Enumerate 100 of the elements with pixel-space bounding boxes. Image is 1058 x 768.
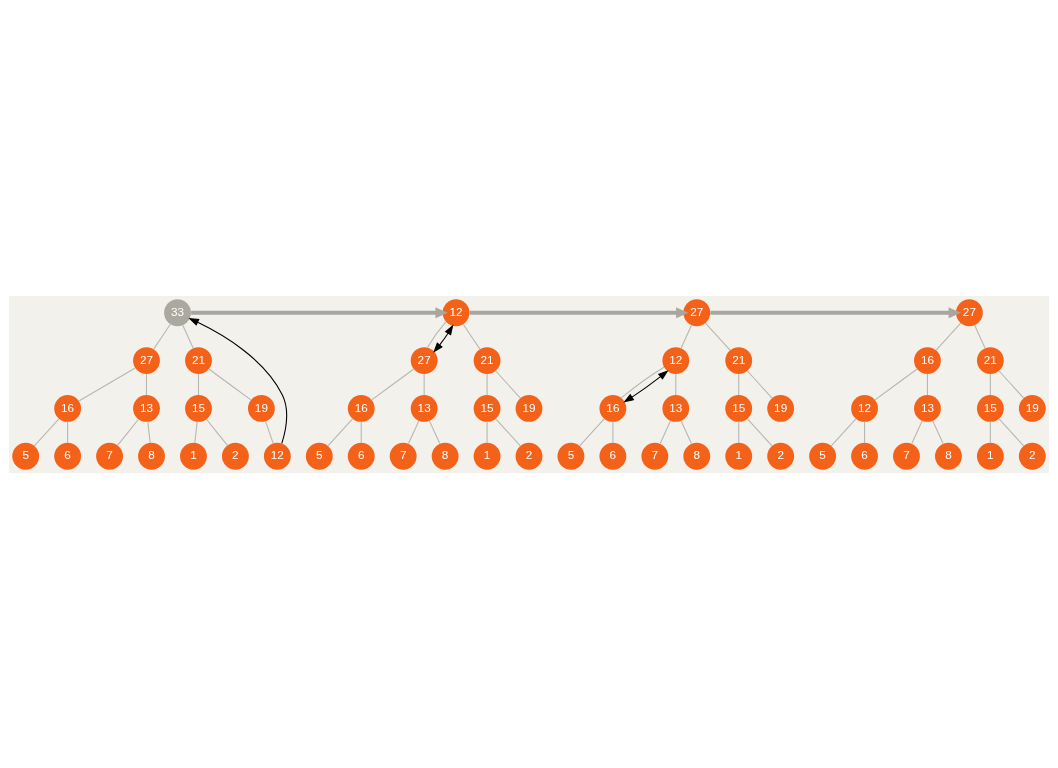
node-circle: 13 (914, 394, 941, 422)
connector (67, 420, 69, 443)
connector (926, 373, 928, 396)
node-circle: 8 (935, 442, 962, 470)
connector (998, 417, 1025, 446)
node-circle: 19 (767, 394, 795, 422)
node-circle: 2 (1018, 442, 1046, 470)
node-circle: 1 (725, 442, 753, 470)
connector (33, 417, 60, 446)
node-circle: 2 (515, 442, 543, 470)
node-circle: 8 (431, 442, 459, 470)
connector (78, 367, 136, 401)
node-circle: 15 (473, 394, 501, 422)
connector (612, 420, 614, 443)
node-circle: 19 (515, 394, 543, 422)
node-circle: 27 (683, 298, 711, 326)
connector (974, 324, 986, 348)
node-circle: 27 (956, 298, 983, 326)
node-circle: 13 (133, 394, 160, 422)
node-circle: 2 (767, 442, 795, 470)
connector (117, 418, 139, 446)
connector (205, 418, 228, 446)
connector (680, 419, 692, 444)
node-circle: 15 (976, 394, 1004, 422)
connector (327, 417, 354, 446)
node-circle: 7 (96, 442, 123, 470)
arrow (433, 324, 454, 353)
connector (265, 420, 274, 444)
arrow (191, 306, 448, 318)
connector (197, 373, 200, 396)
node-circle: 6 (54, 442, 82, 470)
connector (989, 373, 991, 396)
node-circle: 5 (305, 442, 333, 470)
node-circle: 21 (976, 346, 1004, 374)
node-circle: 8 (138, 442, 165, 470)
node-circle: 15 (725, 394, 753, 422)
node-circle: 16 (54, 394, 82, 422)
connector (998, 369, 1025, 399)
connector (408, 419, 420, 444)
connector (989, 420, 991, 443)
node-circle: 1 (180, 442, 207, 470)
node-circle: 12 (263, 442, 291, 470)
node-circle: 21 (185, 346, 212, 374)
connector (486, 373, 488, 396)
node-circle: 7 (389, 442, 417, 470)
connector (208, 368, 252, 400)
node-circle: 2 (222, 442, 249, 470)
connector (932, 419, 944, 444)
connector (935, 322, 962, 351)
connector (194, 420, 198, 443)
connector (145, 373, 148, 396)
connector (675, 373, 677, 396)
node-circle: 5 (809, 442, 836, 470)
arrow (710, 306, 961, 318)
node-circle: 13 (662, 394, 690, 422)
node-circle: 15 (185, 394, 212, 422)
node-circle: 7 (641, 442, 669, 470)
node-circle: 16 (347, 394, 375, 422)
connector (495, 417, 521, 446)
connector (830, 417, 857, 446)
node-circle: 16 (914, 346, 941, 374)
node-circle: 7 (893, 442, 920, 470)
connector (659, 419, 672, 444)
node-circle: 6 (599, 442, 627, 470)
connector (746, 369, 773, 399)
node-circle: 1 (976, 442, 1004, 470)
connector (371, 368, 414, 400)
node-circle: 6 (851, 442, 878, 470)
connector (147, 420, 151, 443)
connector (864, 420, 866, 443)
node-circle: 21 (725, 346, 753, 374)
node-circle: 8 (683, 442, 711, 470)
connector (680, 324, 693, 348)
node-circle: 12 (662, 346, 690, 374)
node-circle: 19 (248, 394, 275, 422)
node-circle: 27 (410, 346, 438, 374)
connector (360, 420, 362, 443)
node-circle: 5 (12, 442, 40, 470)
connector (486, 420, 488, 443)
connector (426, 320, 447, 348)
node-circle: 12 (442, 298, 470, 326)
node-circle: 27 (133, 346, 160, 374)
connector (738, 420, 740, 443)
node-circle: 5 (557, 442, 585, 470)
node-circle: 19 (1018, 394, 1046, 422)
node-circle: 6 (347, 442, 375, 470)
connector (428, 419, 441, 444)
connector (911, 419, 923, 444)
connector (704, 322, 731, 351)
node-circle: 16 (599, 394, 627, 422)
arrow (188, 317, 288, 444)
connector (182, 324, 194, 348)
node-circle: 33 (164, 298, 191, 326)
arrow (469, 306, 689, 318)
connector (746, 417, 773, 446)
connector (579, 417, 605, 446)
node-circle: 21 (473, 346, 501, 374)
connector (874, 368, 918, 400)
connector (153, 323, 171, 350)
connector (462, 323, 481, 350)
